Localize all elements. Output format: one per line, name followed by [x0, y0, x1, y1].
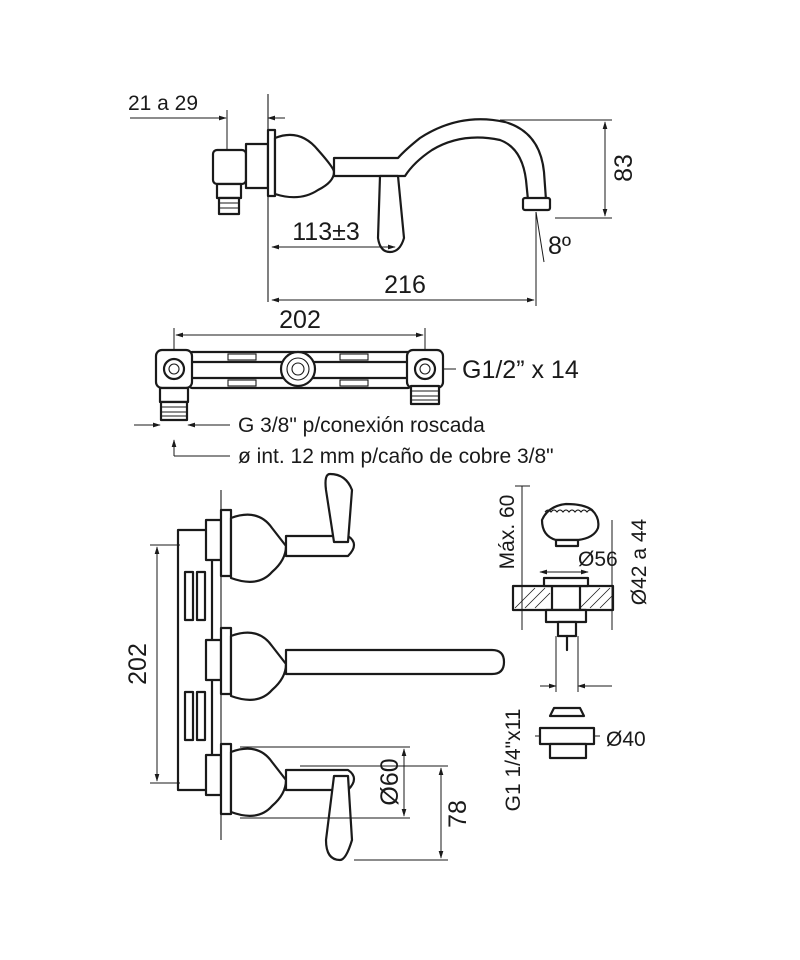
spout-height-label: 83	[610, 154, 638, 182]
side-view: 21 a 29 113±3 216 83 8º	[128, 92, 638, 306]
inlet-elbow	[211, 148, 248, 186]
cap-diameter-label: Ø56	[578, 548, 618, 571]
nut-diameter-label: Ø40	[606, 728, 646, 751]
handle-length-label: 78	[444, 800, 472, 828]
left-inlet-thread	[159, 400, 189, 422]
top-lever-handle	[324, 472, 354, 544]
thread-label: G1 1/4"x11	[502, 709, 525, 812]
bottom-escutcheon	[219, 742, 233, 816]
center-outlet	[279, 350, 317, 388]
front-spout	[284, 648, 506, 676]
max-height-label: Máx. 60	[496, 495, 519, 570]
drain-flange	[542, 576, 590, 588]
counter-hatch	[514, 587, 613, 609]
top-valve-body	[229, 513, 288, 583]
spout-reach-label: 216	[384, 271, 426, 299]
pop-up-cap	[540, 502, 600, 542]
bottom-valve-body	[229, 747, 288, 817]
escutcheon-diameter-label: Ø60	[376, 758, 404, 805]
right-inlet-thread	[409, 384, 441, 406]
connection-note-2: ø int. 12 mm p/caño de cobre 3/8"	[238, 445, 554, 468]
middle-valve-body	[229, 631, 288, 701]
aerator	[521, 196, 552, 212]
hole-range-label: Ø42 a 44	[628, 518, 651, 605]
inlet-hex	[215, 182, 243, 200]
spout-angle-label: 8º	[548, 232, 571, 260]
top-escutcheon	[219, 508, 233, 578]
vertical-distance-label: 202	[124, 643, 152, 685]
front-view: 202 Ø60 78	[124, 472, 506, 862]
drain-detail: Máx. 60 Ø56 Ø42 a 44 G1 1/4"x11 Ø40	[496, 485, 651, 812]
rough-in-view: 202 G1/2” x 14	[134, 306, 579, 468]
drain-nut-top	[548, 706, 586, 718]
wall-nut	[244, 142, 270, 190]
inlet-thread-label: G1/2” x 14	[462, 356, 579, 384]
connection-note-1: G 3/8" p/conexión roscada	[238, 414, 485, 437]
middle-escutcheon	[219, 626, 233, 696]
inlet-thread	[217, 196, 241, 216]
center-distance-label: 202	[279, 306, 321, 334]
lever-handle	[376, 174, 406, 254]
valve-body	[273, 133, 336, 199]
drain-nut	[538, 726, 596, 746]
handle-offset-label: 113±3	[292, 218, 359, 246]
spout	[332, 118, 548, 202]
wall-thickness-label: 21 a 29	[128, 92, 198, 115]
